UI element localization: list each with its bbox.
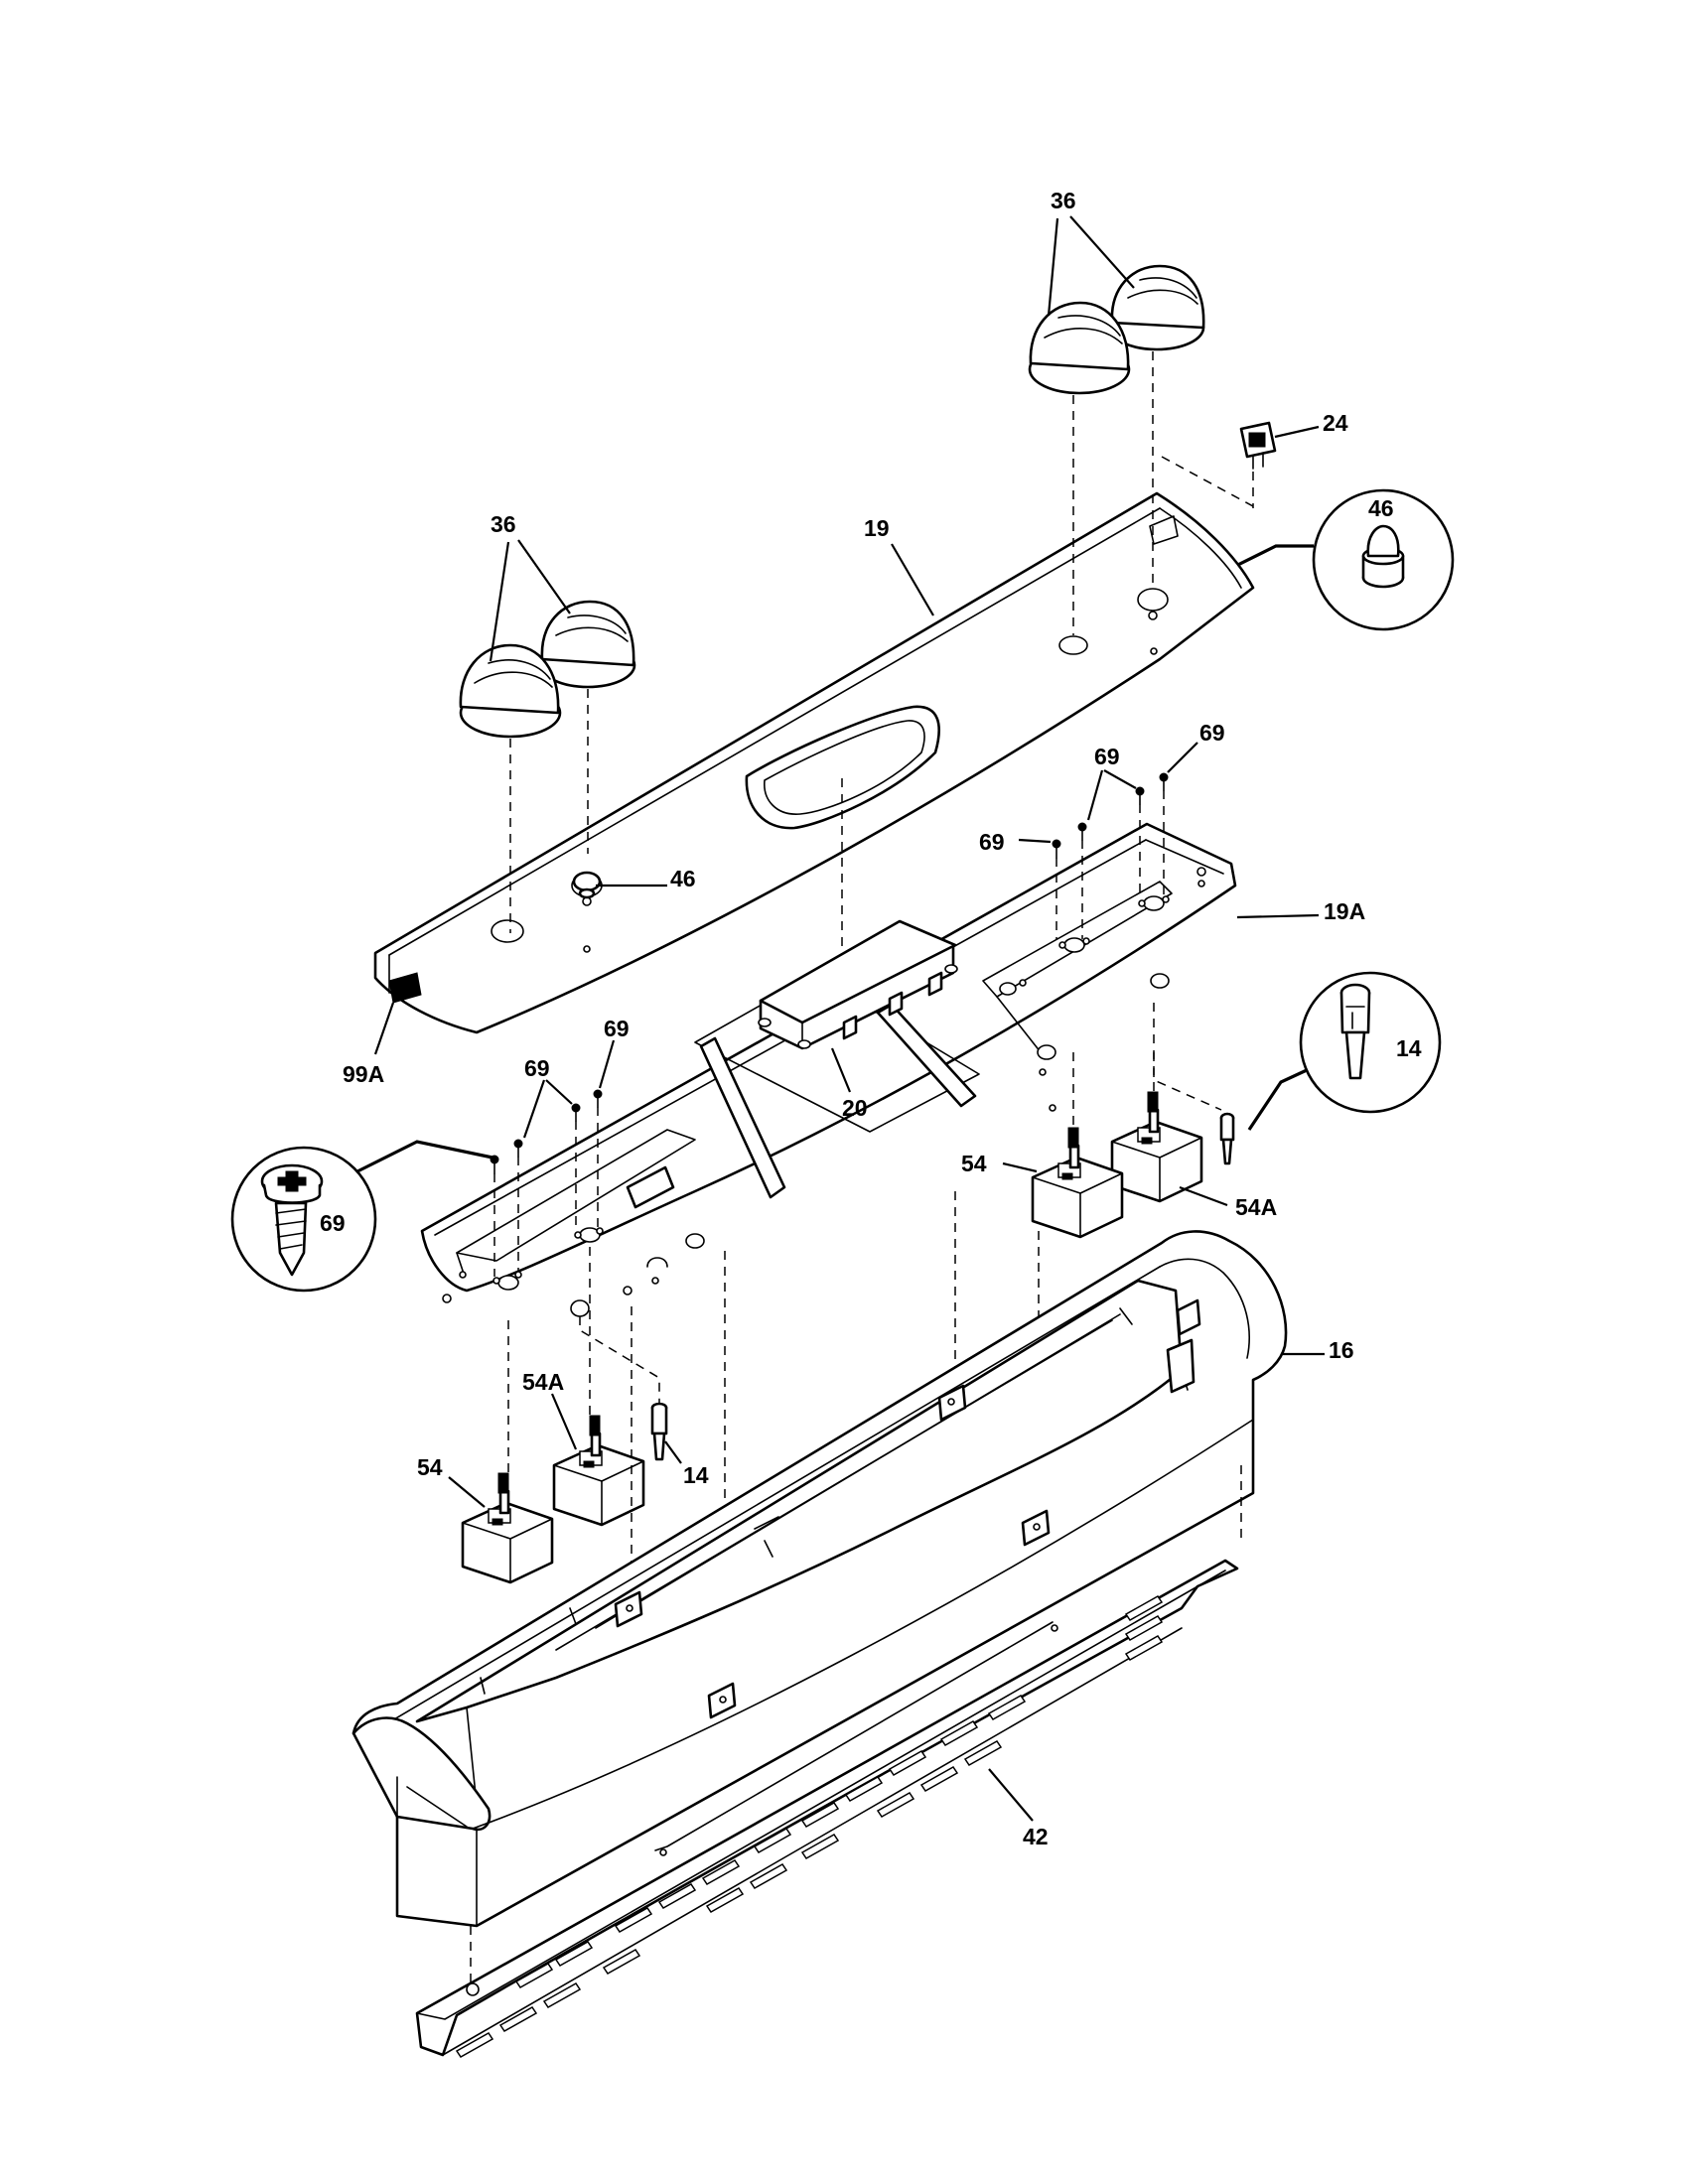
- callout-54A-right: 54A: [1235, 1194, 1277, 1220]
- callout-54-left: 54: [417, 1454, 443, 1480]
- leader-20: [830, 1047, 852, 1093]
- dash-switch-a: [1161, 456, 1254, 507]
- screw-69-l-2: [513, 1139, 523, 1158]
- callout-69-a: 69: [979, 829, 1005, 855]
- insulation-strip-99A: [388, 972, 422, 1004]
- leader-69-b2: [1103, 769, 1137, 789]
- callout-42: 42: [1023, 1824, 1049, 1849]
- infinite-switch-54A-left: [552, 1415, 645, 1527]
- leader-69-b1: [1086, 769, 1104, 821]
- indicator-lamp-14-left: [650, 1402, 668, 1461]
- callout-54-right: 54: [961, 1151, 987, 1176]
- callout-69-e: 69: [604, 1016, 630, 1041]
- callout-16: 16: [1329, 1337, 1354, 1363]
- infinite-switch-54-right: [1031, 1127, 1124, 1239]
- screws-69-upper-right: [1052, 772, 1169, 859]
- leader-36-left: [489, 539, 571, 662]
- leader-69-zoom: [356, 1140, 493, 1173]
- leader-99A: [373, 1002, 395, 1055]
- knob-pair-top-right: [1028, 264, 1205, 395]
- leader-42: [988, 1768, 1034, 1822]
- vent-slots: [455, 1595, 1164, 2058]
- callout-69-d: 69: [524, 1055, 550, 1081]
- leader-69-d2: [545, 1079, 573, 1105]
- vent-trim-42: [415, 1559, 1239, 2057]
- leader-36-top: [1047, 215, 1135, 317]
- infinite-switch-54A-right: [1110, 1091, 1203, 1203]
- callout-19A: 19A: [1324, 898, 1365, 924]
- leader-19A: [1236, 913, 1320, 919]
- leader-14-right: [1247, 1068, 1308, 1131]
- screw-69-ur-3: [1135, 786, 1145, 805]
- leader-14-left: [664, 1440, 682, 1464]
- leader-24: [1274, 425, 1320, 439]
- knob-left-front: [459, 643, 562, 739]
- knob-pair-left: [459, 600, 636, 739]
- screw-69-l-4: [593, 1089, 603, 1108]
- callout-20: 20: [842, 1095, 868, 1121]
- callout-69-b: 69: [1094, 744, 1120, 769]
- callout-36-left: 36: [491, 511, 516, 537]
- zoom-circle-69: [230, 1146, 377, 1293]
- callout-99A: 99A: [343, 1061, 384, 1087]
- leader-69-a: [1018, 838, 1052, 844]
- leader-19: [891, 543, 934, 616]
- screw-69-ur-2: [1077, 822, 1087, 841]
- knob-top-right-back: [1108, 264, 1205, 351]
- dash-lamp-right: [1153, 1052, 1222, 1111]
- screw-69-l-3: [571, 1103, 581, 1122]
- screw-69-ur-4: [1159, 772, 1169, 791]
- electronic-control-board-20: [758, 919, 958, 1050]
- leader-69-c: [1167, 742, 1198, 773]
- callout-19: 19: [864, 515, 890, 541]
- indicator-lamp-14-right: [1219, 1112, 1235, 1165]
- leader-54A-right: [1179, 1185, 1228, 1207]
- indicator-lens-left: [572, 871, 602, 899]
- leader-54-right: [1002, 1161, 1038, 1173]
- rocker-switch: [1239, 421, 1277, 470]
- callout-24: 24: [1323, 410, 1348, 436]
- backguard-frame-16: [352, 1230, 1288, 1928]
- callout-46-right: 46: [1368, 495, 1394, 521]
- zoom-circle-14: [1299, 971, 1442, 1114]
- callout-54A-left: 54A: [522, 1369, 564, 1395]
- mounting-bracket-19A: [420, 822, 1237, 1317]
- leader-69-e: [598, 1039, 616, 1089]
- callout-14-left: 14: [683, 1462, 709, 1488]
- callout-46-left: 46: [670, 866, 696, 891]
- callout-69-zoom: 69: [320, 1210, 346, 1236]
- screw-69-ur-1: [1052, 839, 1061, 859]
- infinite-switch-54-left: [461, 1472, 554, 1584]
- screws-69-left: [490, 1089, 603, 1174]
- leader-54A-left: [550, 1393, 578, 1450]
- knob-top-right-front: [1028, 301, 1131, 395]
- leader-69-d1: [522, 1079, 546, 1139]
- zoom-circle-46: [1312, 488, 1455, 631]
- callout-36-top: 36: [1051, 188, 1076, 213]
- callout-14-right: 14: [1396, 1035, 1422, 1061]
- callout-69-c: 69: [1199, 720, 1225, 746]
- dash-lamp-left: [579, 1316, 660, 1404]
- knob-left-back: [539, 600, 636, 689]
- leader-54-left: [448, 1476, 486, 1508]
